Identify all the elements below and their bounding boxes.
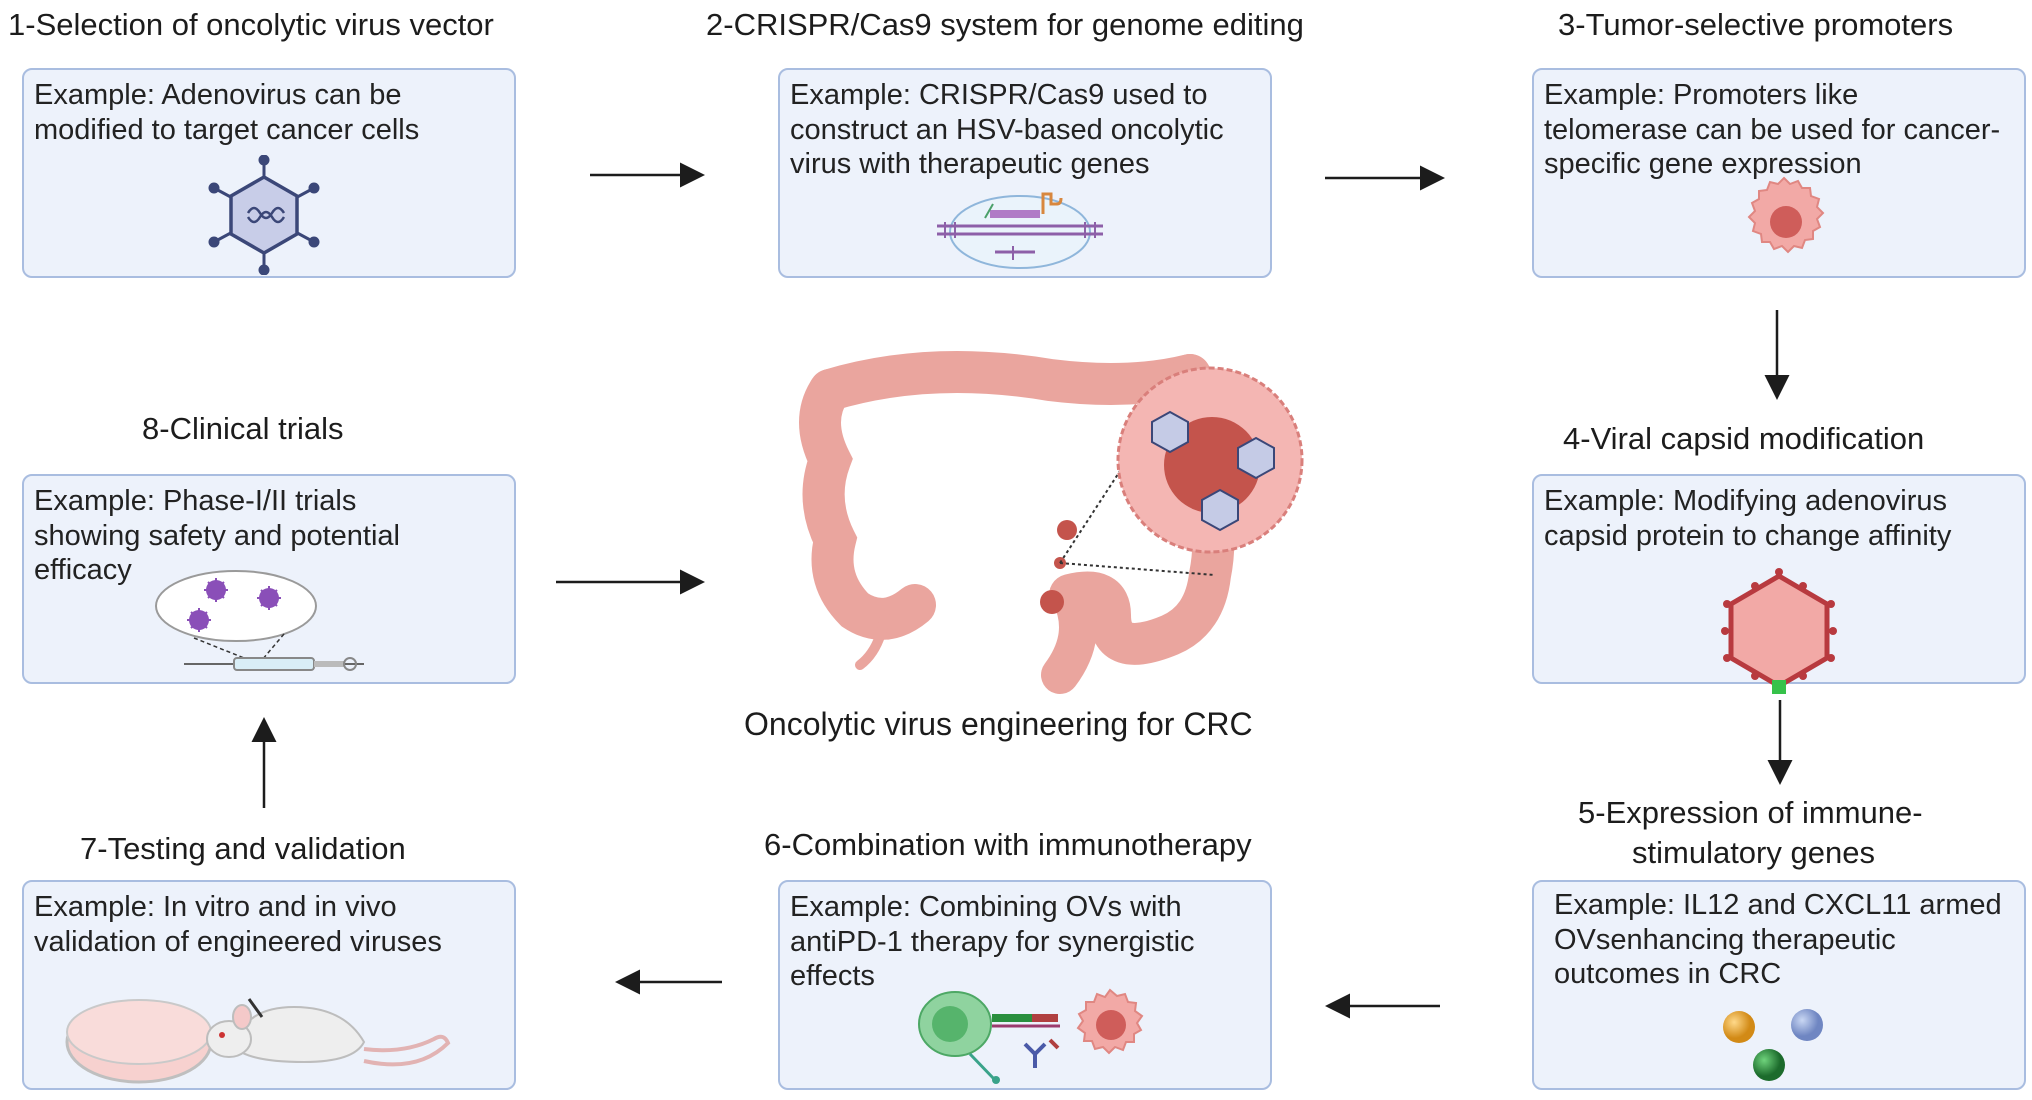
- step-1-box: Example: Adenovirus can be modified to t…: [22, 68, 516, 278]
- step-7-title: 7-Testing and validation: [80, 831, 406, 866]
- colon-tumor-icon: [799, 351, 1304, 694]
- step-5-title-line-1: 5-Expression of immune-: [1578, 795, 1923, 830]
- syringe-virus-icon: [155, 570, 364, 671]
- step-3-box: Example: Promoters like telomerase can b…: [1532, 68, 2026, 278]
- step-8-title: 8-Clinical trials: [142, 411, 344, 446]
- step-8-box: Example: Phase-I/II trials showing safet…: [22, 474, 516, 684]
- step-5-title-line-2: stimulatory genes: [1632, 835, 1875, 870]
- petri-dish-mouse-icon: [65, 998, 451, 1084]
- adenovirus-icon: [208, 155, 320, 275]
- step-5-text: Example: IL12 and CXCL11 armed OVsenhanc…: [1554, 889, 2002, 990]
- step-2-text: Example: CRISPR/Cas9 used to construct a…: [790, 79, 1224, 180]
- step-3-text: Example: Promoters like telomerase can b…: [1544, 79, 2001, 180]
- step-7-box: Example: In vitro and in vivo validation…: [22, 880, 516, 1090]
- t-cell-tumor-icon: [918, 988, 1144, 1084]
- crispr-dna-icon: [937, 192, 1103, 269]
- step-1-text: Example: Adenovirus can be modified to t…: [34, 79, 420, 146]
- step-4-title: 4-Viral capsid modification: [1563, 421, 1925, 456]
- step-4-box: Example: Modifying adenovirus capsid pro…: [1532, 474, 2026, 694]
- tumor-cell-icon: [1747, 176, 1825, 254]
- step-1-title: 1-Selection of oncolytic virus vector: [8, 7, 494, 42]
- step-5-box: Example: IL12 and CXCL11 armed OVsenhanc…: [1532, 880, 2026, 1090]
- center-caption: Oncolytic virus engineering for CRC: [744, 706, 1253, 742]
- step-8-text: Example: Phase-I/II trials showing safet…: [34, 485, 400, 586]
- capsid-icon: [1721, 568, 1837, 694]
- cytokine-spheres-icon: [1723, 1009, 1823, 1081]
- step-7-text: Example: In vitro and in vivo validation…: [34, 891, 442, 958]
- step-6-text: Example: Combining OVs with antiPD-1 the…: [790, 891, 1195, 992]
- step-6-box: Example: Combining OVs with antiPD-1 the…: [778, 880, 1272, 1090]
- step-4-text: Example: Modifying adenovirus capsid pro…: [1544, 485, 1952, 552]
- step-2-box: Example: CRISPR/Cas9 used to construct a…: [778, 68, 1272, 278]
- step-2-title: 2-CRISPR/Cas9 system for genome editing: [706, 7, 1304, 42]
- step-3-title: 3-Tumor-selective promoters: [1558, 7, 1954, 42]
- step-6-title: 6-Combination with immunotherapy: [764, 827, 1252, 862]
